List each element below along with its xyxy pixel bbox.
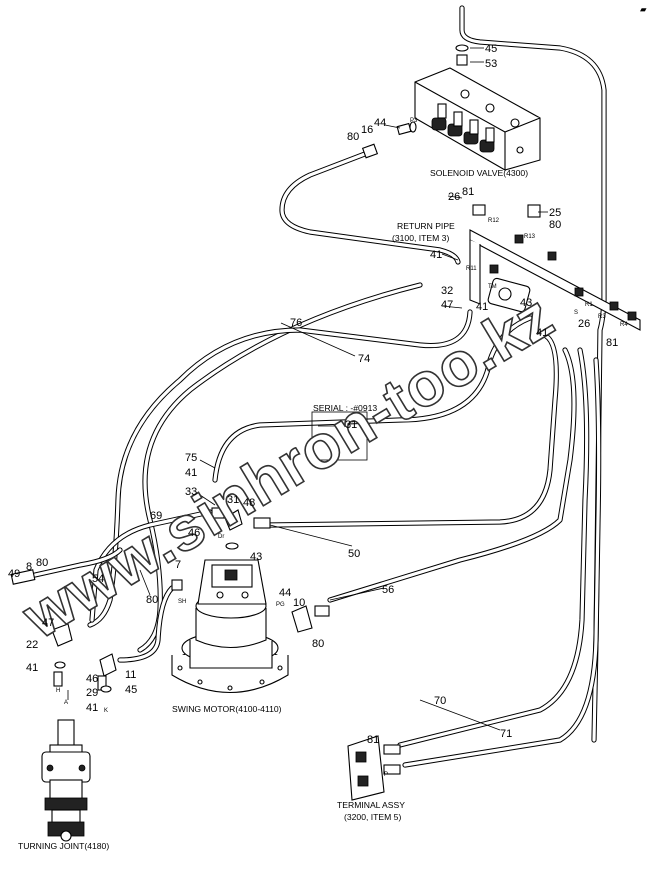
- callout-41: 41: [26, 662, 38, 674]
- callout-45: 45: [125, 684, 137, 696]
- callout-16: 16: [361, 124, 373, 136]
- swing-fittings: [171, 507, 330, 633]
- callout-44: 44: [374, 117, 386, 129]
- return-pipe: [469, 204, 641, 331]
- callout-8: 8: [26, 561, 32, 573]
- port-a: A: [64, 700, 68, 706]
- callout-80: 80: [312, 638, 324, 650]
- leader-lines: [67, 47, 548, 731]
- solenoid-valve: [414, 67, 541, 171]
- corner-mark: ▰: [640, 4, 647, 14]
- label-turning-joint: TURNING JOINT(4180): [18, 841, 109, 851]
- callout-41: 41: [536, 327, 548, 339]
- callout-46: 46: [188, 527, 200, 539]
- callout-26: 26: [578, 318, 590, 330]
- callout-80: 80: [347, 131, 359, 143]
- top-fittings: [361, 44, 469, 159]
- callout-25: 25: [549, 207, 561, 219]
- turning-joint: [41, 719, 91, 842]
- serial-box: [311, 411, 368, 461]
- callout-31: 31: [345, 419, 357, 431]
- callout-71: 71: [500, 728, 512, 740]
- port-r11: R11: [466, 266, 477, 272]
- callout-56: 56: [382, 584, 394, 596]
- port-r13: R13: [524, 234, 536, 240]
- port-pg: PG: [276, 602, 285, 608]
- callout-43: 43: [520, 297, 532, 309]
- callout-81: 81: [606, 337, 618, 349]
- callout-80: 80: [36, 557, 48, 569]
- label-terminal-item: (3200, ITEM 5): [344, 812, 401, 822]
- callout-47: 47: [441, 299, 453, 311]
- callout-81: 81: [462, 186, 474, 198]
- callout-31: 31: [227, 494, 239, 506]
- callout-41: 41: [86, 702, 98, 714]
- port-h: H: [56, 688, 60, 694]
- label-terminal-assy: TERMINAL ASSY: [337, 800, 405, 810]
- callout-32: 32: [441, 285, 453, 297]
- callout-41: 41: [476, 301, 488, 313]
- callout-46: 46: [86, 673, 98, 685]
- port-tm: TM: [488, 284, 497, 290]
- port-k: K: [104, 708, 108, 714]
- port-labels: P3 R12 R13 R11 TM R1 R3 R4 S Dr SH PG H …: [56, 118, 628, 778]
- terminal-assy: [347, 735, 401, 801]
- callout-41: 41: [185, 467, 197, 479]
- port-p: P: [384, 772, 388, 778]
- callout-22: 22: [26, 639, 38, 651]
- callout-49: 49: [8, 568, 20, 580]
- label-return-pipe: RETURN PIPE: [397, 221, 455, 231]
- callout-54: 54: [92, 573, 104, 585]
- callout-7: 7: [175, 559, 181, 571]
- callout-70: 70: [434, 695, 446, 707]
- hose-lines: [32, 5, 607, 768]
- callout-26: 26: [448, 191, 460, 203]
- port-r4: R4: [620, 322, 628, 328]
- callout-45: 45: [485, 43, 497, 55]
- callout-numbers: 45 53 44 16 80 26 81 25 80 41 32 47 41 4…: [8, 43, 618, 746]
- callout-48: 48: [243, 497, 255, 509]
- callout-53: 53: [485, 58, 497, 70]
- label-serial: SERIAL : -#0913: [313, 403, 377, 413]
- port-p3: P3: [410, 118, 418, 124]
- callout-43: 43: [250, 551, 262, 563]
- callout-44: 44: [279, 587, 291, 599]
- callout-29: 29: [86, 687, 98, 699]
- callout-80: 80: [146, 594, 158, 606]
- callout-81: 81: [367, 734, 379, 746]
- callout-50: 50: [348, 548, 360, 560]
- callout-76: 76: [290, 317, 302, 329]
- callout-33: 33: [185, 486, 197, 498]
- port-r1: R1: [585, 302, 593, 308]
- turning-joint-fittings: [10, 569, 117, 693]
- callout-10: 10: [293, 597, 305, 609]
- callout-69: 69: [150, 510, 162, 522]
- callout-11: 11: [125, 669, 136, 681]
- label-solenoid-valve: SOLENOID VALVE(4300): [430, 168, 528, 178]
- callout-47: 47: [42, 617, 54, 629]
- port-dr: Dr: [218, 534, 224, 540]
- port-sh: SH: [178, 599, 186, 605]
- callout-80: 80: [549, 219, 561, 231]
- label-swing-motor: SWING MOTOR(4100-4110): [172, 704, 282, 714]
- callout-41: 41: [430, 249, 442, 261]
- callout-75: 75: [185, 452, 197, 464]
- port-r12: R12: [488, 218, 500, 224]
- label-return-pipe-item: (3100, ITEM 3): [392, 233, 449, 243]
- callout-74: 74: [358, 353, 370, 365]
- component-captions: SOLENOID VALVE(4300) RETURN PIPE (3100, …: [18, 4, 647, 851]
- port-r3: R3: [598, 314, 606, 320]
- swing-motor: [171, 559, 289, 694]
- port-s: S: [574, 310, 578, 316]
